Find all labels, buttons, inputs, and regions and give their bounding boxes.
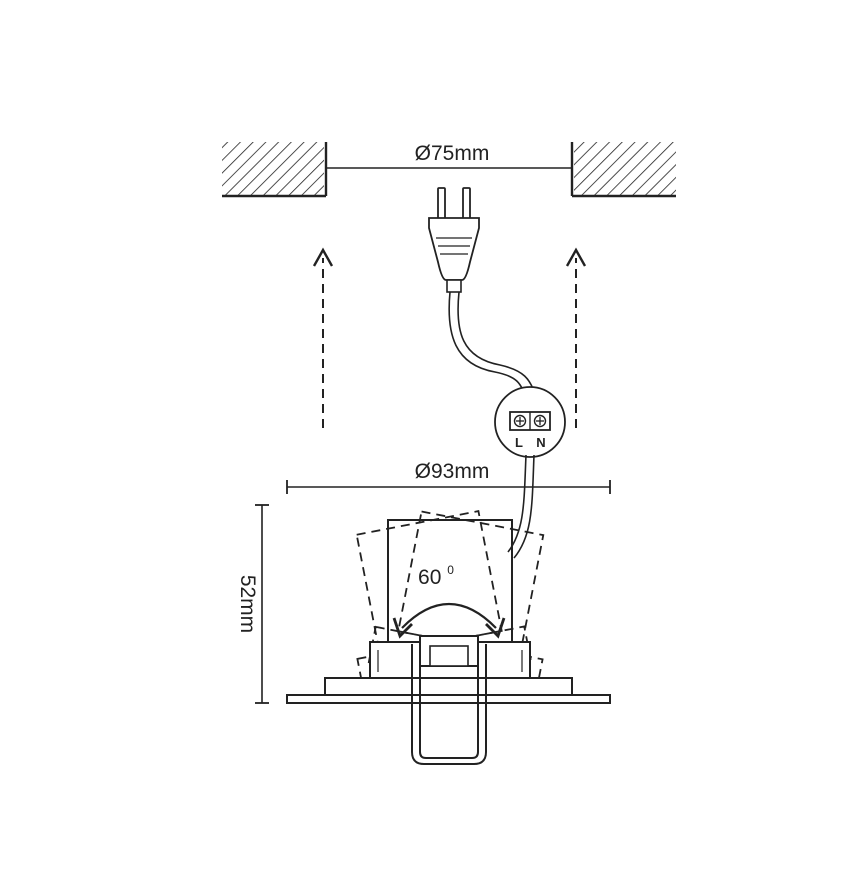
terminal-live-label: L bbox=[515, 435, 523, 450]
height-label: 52mm bbox=[236, 575, 259, 633]
cutout-diameter-label: Ø75mm bbox=[415, 142, 490, 165]
cutout-dimension: Ø75mm bbox=[326, 142, 572, 169]
insert-arrow-right bbox=[565, 247, 587, 428]
outer-diameter-label: Ø93mm bbox=[415, 460, 490, 483]
terminal-block: L N bbox=[494, 386, 566, 458]
screw-icon bbox=[513, 414, 527, 428]
insert-arrow-left bbox=[312, 247, 334, 428]
tilt-angle-unit: 0 bbox=[447, 563, 454, 577]
outer-dimension: Ø93mm bbox=[286, 460, 611, 494]
screw-icon bbox=[533, 414, 547, 428]
height-dimension: 52mm bbox=[236, 504, 269, 704]
ceiling-right bbox=[570, 142, 676, 198]
spring-clip bbox=[411, 635, 487, 765]
tilt-angle-label: 60 0 bbox=[418, 563, 454, 589]
tilt-angle-value: 60 bbox=[418, 566, 441, 589]
tilt-angle-indicator: 60 0 bbox=[392, 563, 506, 639]
fixture-body bbox=[286, 519, 611, 704]
power-plug bbox=[428, 187, 480, 293]
power-cable bbox=[448, 291, 537, 401]
ceiling-left bbox=[222, 142, 328, 198]
terminal-neutral-label: N bbox=[536, 435, 545, 450]
